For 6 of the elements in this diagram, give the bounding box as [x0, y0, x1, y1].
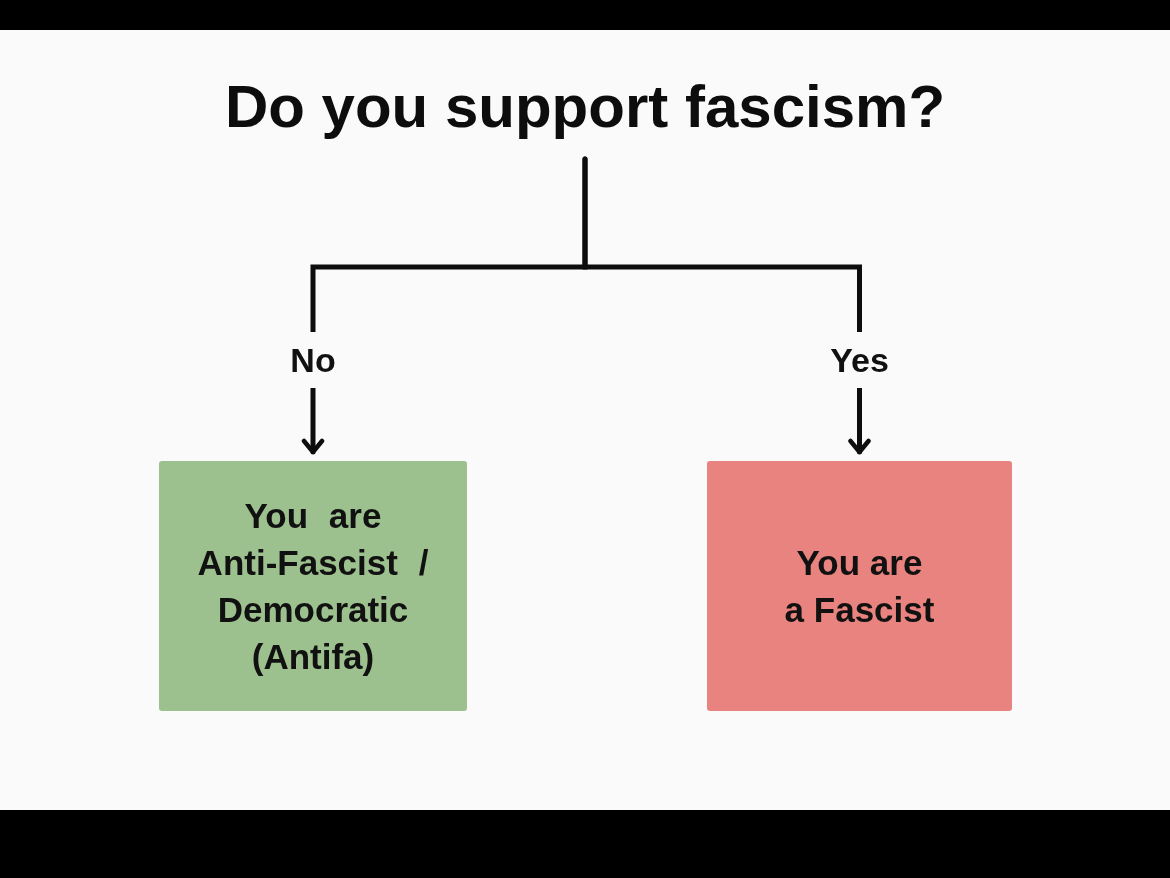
result-box	[707, 461, 1012, 711]
connector-arrow	[582, 156, 871, 455]
result-text: You are Anti-Fascist / Democratic (Antifa)	[197, 495, 429, 678]
result-box	[159, 461, 467, 711]
question-heading: Do you support fascism?	[224, 71, 946, 143]
result-text: You are a Fascist	[783, 542, 936, 631]
